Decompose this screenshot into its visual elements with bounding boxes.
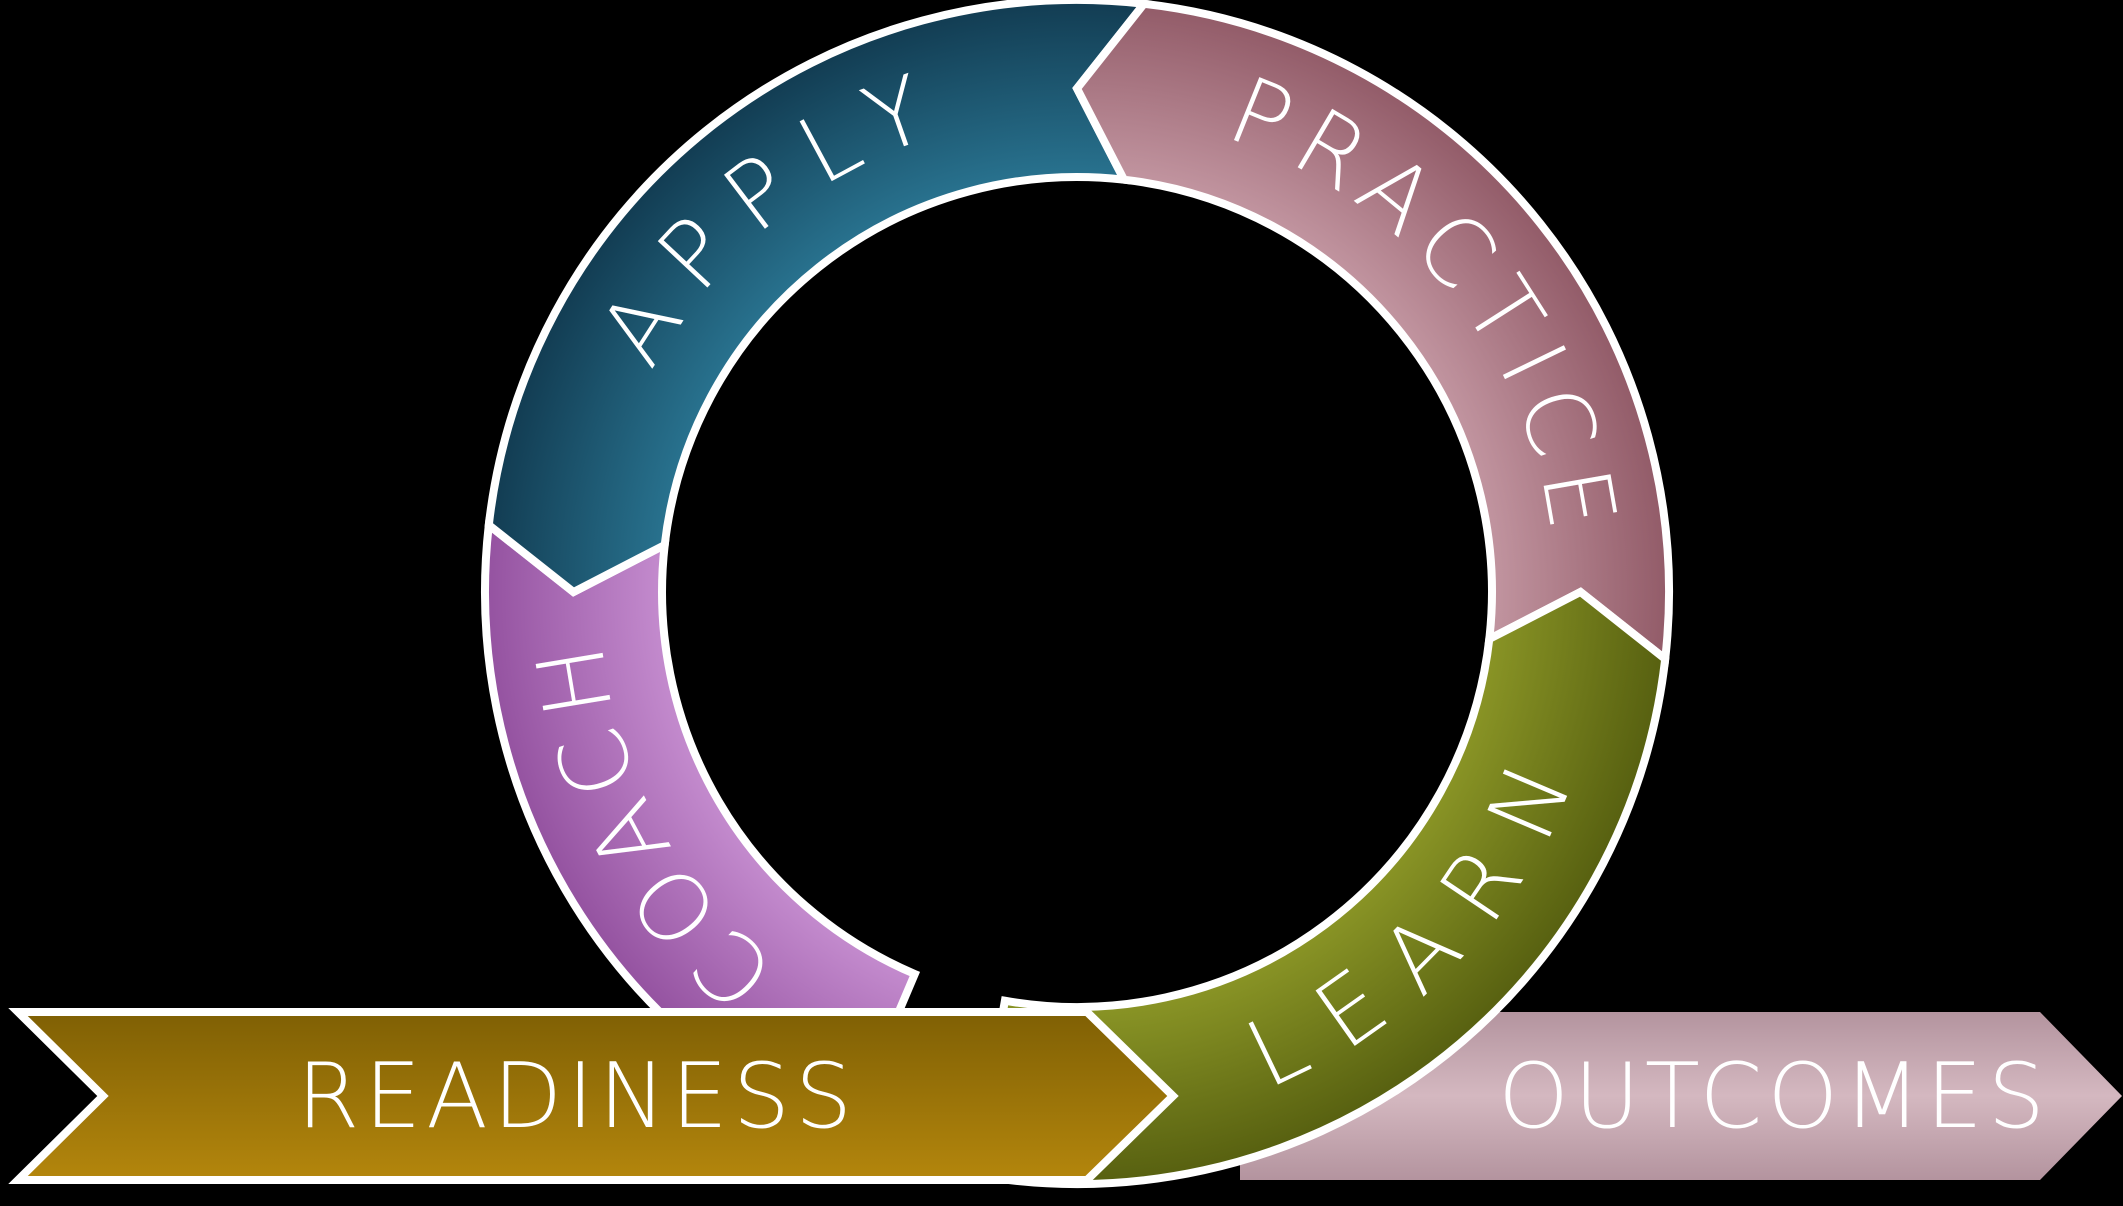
readiness-banner-arrow [8, 1008, 1179, 1184]
ring-segment-coach [481, 517, 921, 1143]
readiness-banner-label: READINESS [297, 1044, 857, 1149]
ring-segment-apply [484, 0, 1152, 597]
cycle-ring [481, 0, 1673, 1143]
outcomes-banner-label: OUTCOMES [1498, 1044, 2050, 1149]
outcomes-banner-arrow [1240, 1012, 2122, 1180]
ring-segment-practice [1072, 0, 1673, 667]
